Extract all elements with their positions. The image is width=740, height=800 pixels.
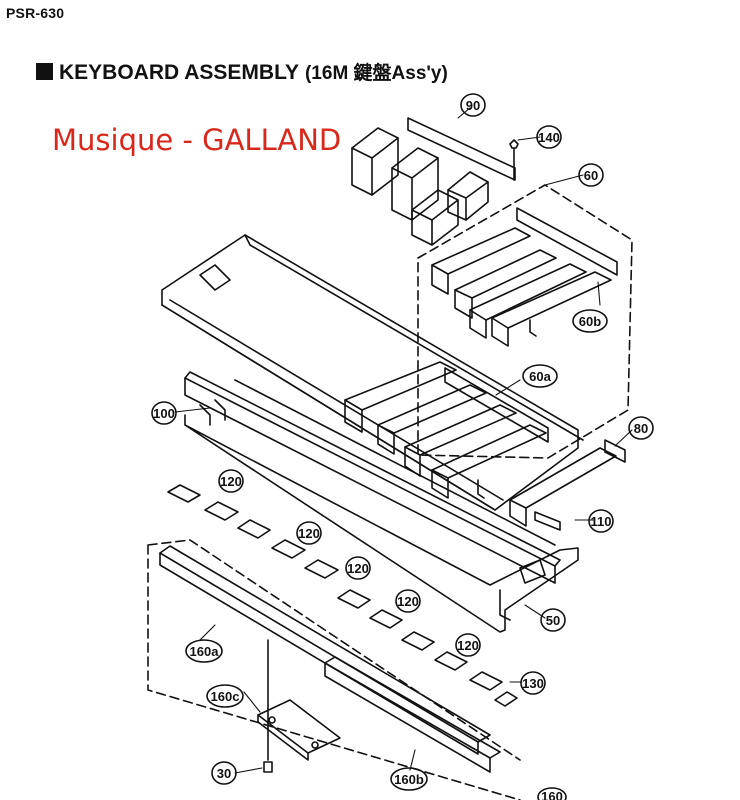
title-square-icon <box>36 63 53 80</box>
part-110 <box>534 511 561 531</box>
svg-text:160: 160 <box>541 789 563 800</box>
page-title: KEYBOARD ASSEMBLY(16M 鍵盤Ass'y) <box>36 58 448 85</box>
callout-120: 120 <box>395 589 421 613</box>
svg-text:120: 120 <box>347 561 369 576</box>
svg-text:120: 120 <box>457 638 479 653</box>
svg-text:120: 120 <box>220 474 242 489</box>
callout-80: 80 <box>628 416 654 440</box>
callout-120: 120 <box>455 633 481 657</box>
title-sub: (16M 鍵盤Ass'y) <box>304 63 448 84</box>
callouts: 90 140 60 60b 60a 100 80 120 120 120 120… <box>151 93 654 800</box>
part-80-key <box>509 439 626 527</box>
svg-text:60b: 60b <box>579 314 601 329</box>
callout-160c: 160c <box>206 684 244 708</box>
part-100-frame <box>184 371 579 633</box>
callout-60: 60 <box>578 163 604 187</box>
part-160b-board <box>324 656 501 773</box>
callout-120: 120 <box>296 521 322 545</box>
callout-30: 30 <box>211 761 237 785</box>
callout-110: 110 <box>588 509 614 533</box>
group-160-dashed-outline <box>147 539 521 800</box>
part-160c-plate <box>257 699 341 761</box>
part-30-screw <box>263 639 273 773</box>
svg-text:130: 130 <box>522 676 544 691</box>
part-key-bed <box>161 234 584 511</box>
callout-160b: 160b <box>390 767 428 791</box>
callout-160a: 160a <box>185 639 223 663</box>
callout-120: 120 <box>345 556 371 580</box>
part-90-black-keys <box>351 117 516 246</box>
model-number: PSR-630 <box>6 5 65 21</box>
watermark: Musique - GALLAND <box>52 123 342 157</box>
svg-text:110: 110 <box>591 514 612 529</box>
callout-100: 100 <box>151 401 177 425</box>
callout-160: 160 <box>537 787 567 800</box>
svg-text:30: 30 <box>217 766 231 781</box>
svg-text:60: 60 <box>584 168 598 183</box>
svg-text:50: 50 <box>546 613 560 628</box>
part-60b-white-keys <box>431 207 618 347</box>
svg-text:90: 90 <box>466 98 480 113</box>
callout-90: 90 <box>460 93 486 117</box>
title-main: KEYBOARD ASSEMBLY <box>59 61 299 84</box>
svg-text:160a: 160a <box>190 644 220 659</box>
callout-130: 130 <box>520 671 546 695</box>
svg-text:80: 80 <box>634 421 648 436</box>
callout-60a: 60a <box>522 364 558 388</box>
callout-50: 50 <box>540 608 566 632</box>
callout-60b: 60b <box>572 309 608 333</box>
svg-text:160c: 160c <box>211 689 240 704</box>
svg-text:140: 140 <box>538 130 560 145</box>
callout-120: 120 <box>218 469 244 493</box>
part-60a-white-keys <box>344 361 549 499</box>
svg-text:160b: 160b <box>394 772 424 787</box>
svg-text:120: 120 <box>298 526 320 541</box>
svg-text:120: 120 <box>397 594 419 609</box>
svg-text:100: 100 <box>153 406 175 421</box>
svg-text:60a: 60a <box>529 369 551 384</box>
callout-140: 140 <box>536 125 562 149</box>
part-120-switches <box>167 484 518 707</box>
part-140-screw <box>509 139 519 181</box>
